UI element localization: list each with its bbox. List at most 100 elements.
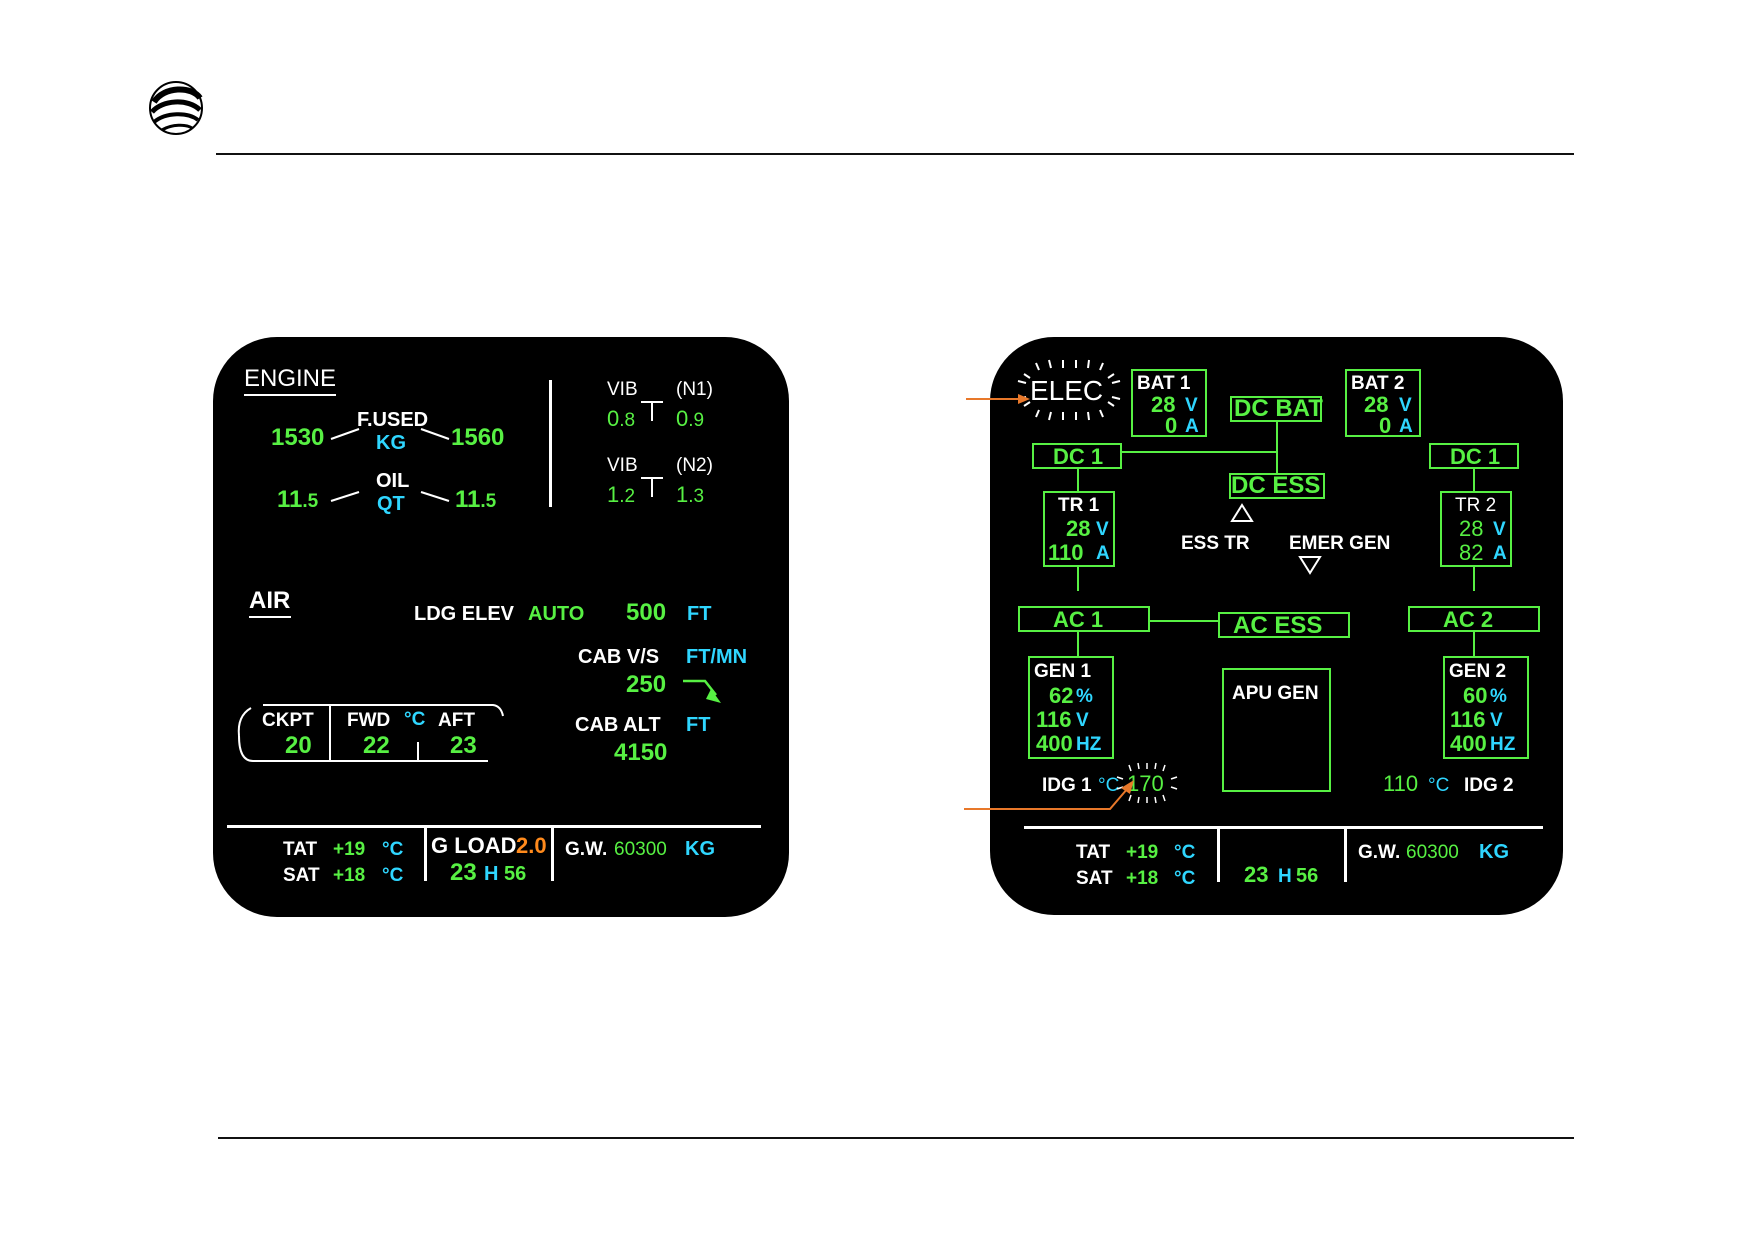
fuel-used-label: F.USED xyxy=(357,409,429,431)
fuel-used-connector-lines xyxy=(330,428,450,502)
time-minutes: 56 xyxy=(504,863,527,885)
ess-tr-label: ESS TR xyxy=(1181,533,1250,554)
bat2-amps: 0 xyxy=(1379,413,1392,438)
oil-right-int: 11 xyxy=(455,486,481,513)
gen1-volt-unit: V xyxy=(1076,710,1089,731)
oil-right-dec: .5 xyxy=(480,491,497,512)
cab-vs-value: 250 xyxy=(626,671,667,698)
company-logo xyxy=(148,80,204,136)
engine-title-underline xyxy=(244,394,336,396)
idg2-label: IDG 2 xyxy=(1464,775,1514,796)
dc-bat-label: DC BAT xyxy=(1234,395,1323,422)
tat-value: +19 xyxy=(333,839,366,860)
gen1-box xyxy=(1028,656,1114,759)
ldg-elev-mode: AUTO xyxy=(528,603,585,625)
bat1-box xyxy=(1131,369,1207,437)
tr1-amp-unit: A xyxy=(1096,543,1110,564)
oil-label: OIL xyxy=(376,470,410,492)
dc1-left-to-tr1-line xyxy=(1077,469,1079,491)
vib-n2-right-value: 1.3 xyxy=(676,482,704,507)
aft-temp-label: AFT xyxy=(438,710,475,731)
dc1-to-dcbat-line xyxy=(1122,451,1277,453)
cabin-outline-diagram xyxy=(237,704,504,762)
elec-tat-unit: °C xyxy=(1174,842,1196,863)
cab-alt-label: CAB ALT xyxy=(575,714,661,736)
status-bar-divider-1 xyxy=(424,825,427,881)
ess-tr-triangle-icon xyxy=(1230,503,1322,575)
time-separator: H xyxy=(484,863,499,885)
vib-n2-left-int: 1 xyxy=(607,482,620,507)
gen2-load: 60 xyxy=(1463,683,1488,708)
header-rule xyxy=(216,153,1574,155)
vib-n1-left-value: 0.8 xyxy=(607,406,635,431)
cab-alt-unit: FT xyxy=(686,714,711,736)
cab-vs-label: CAB V/S xyxy=(578,646,660,668)
elec-tat-label: TAT xyxy=(1076,842,1111,863)
bat1-volt-unit: V xyxy=(1185,395,1198,416)
apu-gen-label: APU GEN xyxy=(1232,683,1319,704)
fuel-used-left-value: 1530 xyxy=(271,424,325,451)
dc1-left-box xyxy=(1032,443,1122,469)
ac-ess-box xyxy=(1218,612,1350,638)
vib-n1-left-int: 0 xyxy=(607,406,620,431)
tr1-label: TR 1 xyxy=(1058,495,1100,516)
elec-gross-weight-value: 60300 xyxy=(1406,842,1459,863)
engine-display-screen: ENGINE F.USED KG 1530 1560 OIL QT 11.5 1… xyxy=(213,337,789,917)
gen2-freq: 400 xyxy=(1450,731,1487,756)
tr1-to-ac1-line xyxy=(1077,567,1079,591)
vib-n1-right-dec: .9 xyxy=(688,410,705,431)
vib-n2-param: (N2) xyxy=(676,455,713,476)
elec-sat-label: SAT xyxy=(1076,868,1113,889)
vib-n2-right-int: 1 xyxy=(676,482,689,507)
vib-n2-label: VIB xyxy=(607,455,638,476)
cab-vs-trend-arrow-icon xyxy=(683,679,721,703)
air-title-underline xyxy=(249,616,291,618)
fwd-temp-value: 22 xyxy=(363,732,390,759)
oil-left-dec: .5 xyxy=(302,491,319,512)
elec-time-separator: H xyxy=(1278,866,1292,887)
fwd-temp-label: FWD xyxy=(347,710,391,731)
ckpt-temp-label: CKPT xyxy=(262,710,314,731)
vib-n1-tee-symbol xyxy=(641,401,663,421)
bat2-label: BAT 2 xyxy=(1351,373,1405,394)
idg1-label: IDG 1 xyxy=(1042,775,1092,796)
tr2-to-ac2-line xyxy=(1473,567,1475,591)
sat-value: +18 xyxy=(333,865,366,886)
gen1-freq: 400 xyxy=(1036,731,1073,756)
gen2-label: GEN 2 xyxy=(1449,661,1507,682)
ckpt-temp-value: 20 xyxy=(285,732,312,759)
tr2-box xyxy=(1440,491,1512,567)
tat-label: TAT xyxy=(283,839,318,860)
bat2-amp-unit: A xyxy=(1399,416,1413,437)
ac2-label: AC 2 xyxy=(1443,607,1494,632)
elec-time-minutes: 56 xyxy=(1296,865,1319,887)
bat2-volt-unit: V xyxy=(1399,395,1412,416)
elec-gross-weight-label: G.W. xyxy=(1358,842,1401,863)
dc1-right-label: DC 1 xyxy=(1450,444,1501,469)
engine-page-title: ENGINE xyxy=(244,365,337,392)
vib-n1-param: (N1) xyxy=(676,379,713,400)
dc-ess-label: DC ESS xyxy=(1231,472,1321,499)
gload-value: 2.0 xyxy=(516,833,547,858)
tr1-box xyxy=(1043,491,1115,567)
tr1-volt-unit: V xyxy=(1096,519,1109,540)
gen1-volts: 116 xyxy=(1036,707,1072,732)
idg2-unit: °C xyxy=(1428,775,1450,796)
oil-right-value: 11.5 xyxy=(455,488,496,512)
gen1-label: GEN 1 xyxy=(1034,661,1092,682)
swirl-logo-icon xyxy=(149,81,203,135)
dc-bat-to-dcess-line xyxy=(1276,422,1278,473)
oil-left-int: 11 xyxy=(277,486,303,513)
gen2-volts: 116 xyxy=(1450,707,1486,732)
fuel-used-right-value: 1560 xyxy=(451,424,505,451)
air-section-title: AIR xyxy=(249,587,291,614)
vib-n2-left-value: 1.2 xyxy=(607,482,635,507)
bat1-label: BAT 1 xyxy=(1137,373,1191,394)
footer-rule xyxy=(218,1137,1574,1139)
ac1-to-acess-line xyxy=(1150,620,1218,622)
fuel-used-unit: KG xyxy=(376,432,406,454)
ac1-box xyxy=(1018,606,1150,632)
elec-status-bar-top-line xyxy=(1024,826,1543,829)
bat2-box xyxy=(1345,369,1421,437)
